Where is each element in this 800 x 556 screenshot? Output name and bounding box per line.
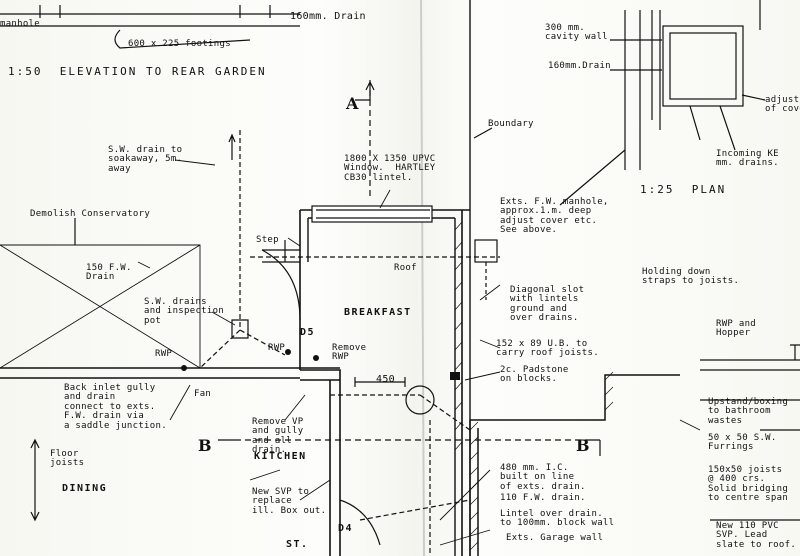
door-arc-d4 [339, 499, 381, 546]
note-sw-drains: S.W. drains and inspection pot [144, 297, 225, 326]
manhole-detail-inner [669, 32, 737, 100]
rwp-hopper-symbol [790, 344, 800, 360]
demolish-conservatory [0, 244, 201, 369]
remove-rwp-dot [313, 355, 319, 361]
plan-leaders [559, 39, 766, 206]
title-elevation: 1:50 ELEVATION TO REAR GARDEN [8, 65, 267, 78]
note-fw-drain-150: 150 F.W. Drain [86, 263, 132, 283]
note-exist-fw: Exts. F.W. manhole, approx.1.m. deep adj… [500, 197, 609, 236]
window-opening [311, 205, 433, 223]
note-drain-160-plan: 160mm.Drain [548, 61, 611, 71]
note-rwp-right: RWP [268, 343, 286, 353]
padstone [450, 372, 460, 380]
note-back-inlet: Back inlet gully and drain connect to ex… [64, 383, 167, 431]
label-footings: 600 x 225 footings [128, 39, 231, 49]
note-padstone: 2c. Padstone on blocks. [500, 365, 569, 385]
rwp-dot-left [181, 365, 187, 371]
step-lines [262, 240, 300, 263]
inspection-pots [231, 319, 249, 339]
note-rwp-hopper: RWP and Hopper [716, 319, 757, 339]
note-demolish: Demolish Conservatory [30, 209, 151, 219]
door-d5: D5 [300, 327, 316, 338]
note-upstand: Upstand/boxing to bathroom wastes [708, 397, 789, 426]
note-lintel: Lintel over drain. to 100mm. block wall [500, 509, 615, 529]
note-roof: Roof [394, 263, 417, 273]
note-leaders [137, 159, 701, 546]
hatch-wall [454, 221, 463, 451]
note-step: Step [256, 235, 279, 245]
note-ub: 152 x 89 U.B. to carry roof joists. [496, 339, 599, 359]
door-arc-d5 [261, 249, 301, 321]
manhole-circle [405, 385, 435, 415]
note-cavity-wall: 300 mm. cavity wall [545, 23, 608, 43]
room-st: ST. [286, 539, 309, 550]
note-pvc: New 110 PVC SVP. Lead slate to roof. [716, 521, 797, 550]
note-rwp-left: RWP [155, 349, 173, 359]
sheet-fold-line [420, 0, 425, 556]
door-d4: D4 [338, 523, 354, 534]
note-adjust-cover: adjust of cover [765, 95, 800, 115]
drain-arrow-top [114, 29, 251, 49]
note-joists-150: 150x50 joists @ 400 crs. Solid bridging … [708, 465, 789, 504]
note-diagonal-slot: Diagonal slot with lintels ground and ov… [510, 285, 585, 324]
room-breakfast: BREAKFAST [344, 307, 412, 318]
note-new-svp: New SVP to replace ill. Box out. [252, 487, 327, 516]
note-fw-110: 110 F.W. drain. [500, 493, 586, 503]
vertical-arrow [228, 133, 236, 160]
note-floor-joists: Floor joists [50, 449, 85, 469]
note-sw-drain: S.W. drain to soakaway, 5m. away [108, 145, 183, 174]
title-plan: 1:25 PLAN [640, 183, 727, 196]
drain-runs [199, 130, 500, 556]
window-lines [316, 209, 430, 219]
section-b-right-label: B [576, 436, 590, 455]
manhole-detail-outer [662, 25, 744, 107]
note-holding-down: Holding down straps to joists. [642, 267, 740, 287]
note-window: 1800 X 1350 UPVC Window. HARTLEY CB30 li… [344, 154, 436, 183]
section-a-label: A [346, 94, 359, 113]
note-garage: Exts. Garage wall [506, 533, 604, 543]
boundary-leader [473, 127, 493, 139]
partition-walls [0, 367, 341, 556]
garage-walls [469, 374, 680, 556]
note-remove-rwp: Remove RWP [332, 343, 367, 363]
right-floor-lines [700, 359, 800, 521]
note-incoming: Incoming KE mm. drains. [716, 149, 779, 169]
note-lc: 480 mm. I.C. built on line of exts. drai… [500, 463, 586, 492]
note-remove-vp: Remove VP and gully and all drain. [252, 417, 304, 456]
footing-lines [0, 5, 300, 27]
room-kitchen: KITCHEN [254, 451, 307, 462]
exist-manhole [474, 239, 498, 263]
note-fan: Fan [194, 389, 212, 399]
label-manhole: manhole [0, 19, 41, 29]
note-boundary: Boundary [488, 119, 534, 129]
section-b-marks [218, 439, 601, 456]
floor-joist-arrow [30, 438, 40, 522]
note-furrings: 50 x 50 S.W. Furrings [708, 433, 777, 453]
dim-450-line [354, 377, 406, 387]
dimension-450: 450 [376, 374, 395, 385]
label-drain-160: 160mm. Drain [290, 11, 366, 22]
section-b-left-label: B [198, 436, 212, 455]
room-dining: DINING [62, 483, 108, 494]
rwp-dot-right [285, 349, 291, 355]
